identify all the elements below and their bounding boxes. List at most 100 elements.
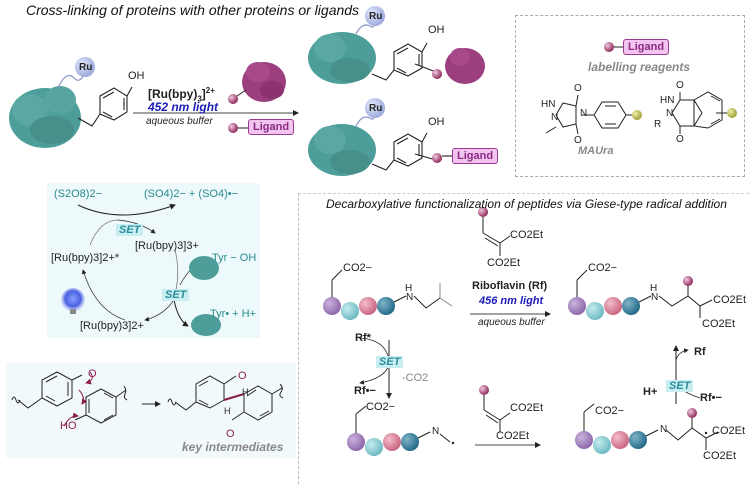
tyrosine-ring-start [77,86,133,127]
ru-2plus-label: [Ru(bpy)3]2+ [80,320,144,332]
ru-excited-label: [Ru(bpy)3]2+* [51,252,120,264]
ligand-tag: Ligand [623,39,670,55]
atom-o: O [676,80,684,91]
co2et-label: CO2Et [510,402,544,414]
protein-teal-product-1 [308,32,376,84]
decarboxylation-box [298,193,751,484]
set-badge: SET [376,356,404,368]
labelling-reagents-box [515,15,745,177]
atom-r: R [654,119,662,130]
section-title-crosslinking: Cross-linking of proteins with other pro… [26,2,360,18]
protein-teal-product-2 [308,124,376,176]
carboxylate-label: CO2− [595,405,625,417]
light-bulb-icon [61,288,85,314]
ligand-tag: Ligand [452,148,499,164]
arrow-photoexcitation [81,269,126,321]
section-title-decarboxylation: Decarboxylative functionalization of pep… [326,197,727,211]
rf-label: Rf [694,346,706,358]
peptide-beads-product [568,269,713,320]
n-label: N [406,292,414,303]
atom-hn: HN [541,99,556,110]
carbonyl-o-label: O [226,428,235,440]
minus-co2-label: -CO2 [402,372,429,384]
ru-label: Ru [79,62,93,73]
atom-n: N [580,108,588,119]
arrow-persulfate [77,203,176,216]
maura-structure [545,94,632,135]
ru-3plus-label: [Ru(bpy)3]3+ [135,240,199,252]
riboflavin-label: Riboflavin (Rf) [472,280,548,292]
n-label: N [651,292,659,303]
ru-sphere [75,57,95,77]
oh-label: OH [128,70,145,82]
ru-label: Ru [369,11,383,22]
reactive-handle-sphere [432,69,442,79]
carboxylate-label: CO2− [343,262,373,274]
light-condition-456: 456 nm light [479,295,544,307]
h-label: H [224,406,231,416]
n-label: N [432,426,440,437]
new-cc-bond [223,393,245,401]
co2et-label: CO2Et [496,430,530,442]
co2et-label: CO2Et [702,318,736,330]
key-intermediates-label: key intermediates [182,440,284,454]
ru-sphere [365,98,385,118]
alkylidene-malonate-reagent [482,217,511,256]
rf-radical-anion-label: Rf•− [700,392,722,404]
nh-label: H [405,283,413,294]
crosslinked-ring-2 [371,132,452,171]
solvent-condition: aqueous buffer [146,116,213,127]
protein-teal-start [9,86,81,148]
phenoxyl-radical-structure [11,371,128,424]
ho-label: HO [60,420,77,432]
h-plus-label: H+ [643,386,658,398]
crosslinked-ring-1 [371,42,437,81]
protein-magenta-product [445,48,485,84]
atom-hn: HN [660,95,675,106]
catalyst-label: [Ru(bpy)3]2+ [148,86,215,104]
set-badge: SET [666,380,694,392]
atom-o: O [574,83,582,94]
yellow-handle-sphere [632,110,642,120]
sulfate-products-label: (SO4)2− + (SO4)•− [144,188,239,200]
rf-excited-label: Rf* [355,332,371,344]
reactive-handle-sphere [228,94,238,104]
co2et-label: CO2Et [703,450,737,462]
rf-radical-anion-label: Rf•− [354,385,376,397]
ru-linker [57,73,85,89]
oh-label: OH [428,116,445,128]
atom-n: N [666,108,674,119]
tyrosine-protein-small [189,256,221,336]
solvent-condition: aqueous buffer [478,317,545,328]
set-badge: SET [116,224,144,236]
reactive-handle-sphere [228,123,238,133]
scheme-graphics [9,6,737,456]
yellow-handle-sphere [727,108,737,118]
peptide-beads-start [323,269,453,320]
atom-o: O [574,135,582,146]
ru-sphere [365,6,385,26]
atom-n: N [551,112,559,123]
protein-magenta-reagent [242,62,286,102]
co2et-label: CO2Et [487,257,521,269]
ligand-tag: Ligand [248,119,295,135]
n-label: N [660,424,668,435]
phthalazinedione-structure [671,91,728,134]
h-label: H [242,387,249,397]
carboxylate-label: CO2− [366,401,396,413]
peptide-beads-adduct [575,403,719,454]
catalytic-cycle-panel [47,183,260,338]
set-badge: SET [162,289,190,301]
tyr-radical-label: Tyr• + H+ [210,308,257,320]
nh-label: H [650,283,658,294]
o-radical-label: O [88,368,97,380]
persulfate-label: (S2O8)2− [54,188,102,200]
oh-label: OH [428,24,445,36]
maura-label: MAUra [578,145,614,157]
light-condition: 452 nm light [148,100,219,114]
carboxylate-label: CO2− [588,262,618,274]
reactive-handle-sphere [432,153,442,163]
labelling-reagents-label: labelling reagents [588,60,691,74]
co2et-label: CO2Et [713,294,747,306]
carbonyl-o-label: O [238,370,247,382]
